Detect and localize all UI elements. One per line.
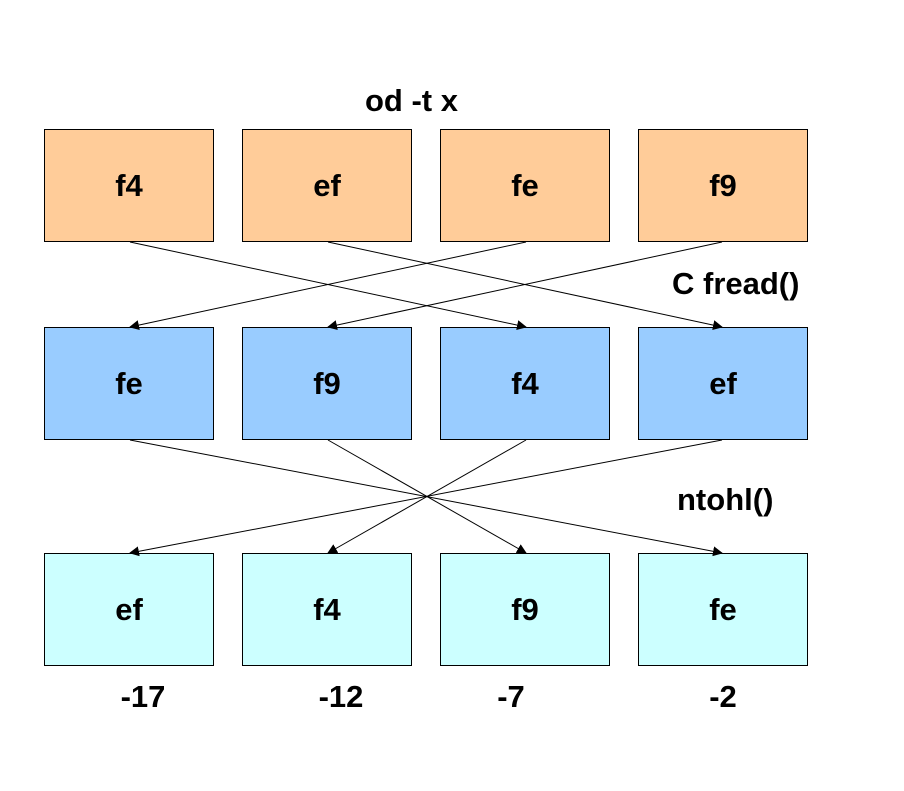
diagram-title: od -t x bbox=[365, 83, 458, 118]
ntohl-arrow bbox=[327, 439, 527, 554]
middle-byte-box: f9 bbox=[242, 327, 412, 440]
ntohl-arrow bbox=[327, 439, 527, 554]
fread-arrow bbox=[327, 241, 723, 330]
decimal-values-row: -17 -12 -7 -2 bbox=[0, 677, 904, 717]
decimal-value: -12 bbox=[318, 679, 364, 714]
bottom-byte-box: ef bbox=[44, 553, 214, 666]
top-byte-box: f9 bbox=[638, 129, 808, 242]
decimal-value: -17 bbox=[120, 679, 166, 714]
fread-arrow bbox=[129, 241, 527, 330]
bottom-byte-box: f4 bbox=[242, 553, 412, 666]
decimal-value: -2 bbox=[709, 679, 737, 714]
top-byte-box: ef bbox=[242, 129, 412, 242]
row-ntohl-output: ef f4 f9 fe bbox=[0, 553, 904, 666]
decimal-value: -7 bbox=[497, 679, 525, 714]
bottom-byte-box: f9 bbox=[440, 553, 610, 666]
ntohl-arrow bbox=[129, 439, 723, 557]
ntohl-arrow bbox=[129, 439, 723, 557]
fread-arrow bbox=[129, 241, 527, 330]
row-fread-output: fe f9 f4 ef bbox=[0, 327, 904, 440]
row-od-output: f4 ef fe f9 bbox=[0, 129, 904, 242]
top-byte-box: f4 bbox=[44, 129, 214, 242]
top-byte-box: fe bbox=[440, 129, 610, 242]
middle-byte-box: ef bbox=[638, 327, 808, 440]
step-label-ntohl: ntohl() bbox=[677, 482, 774, 517]
step-label-fread: C fread() bbox=[672, 266, 800, 301]
bottom-byte-box: fe bbox=[638, 553, 808, 666]
middle-byte-box: f4 bbox=[440, 327, 610, 440]
middle-byte-box: fe bbox=[44, 327, 214, 440]
fread-arrow bbox=[327, 241, 723, 330]
